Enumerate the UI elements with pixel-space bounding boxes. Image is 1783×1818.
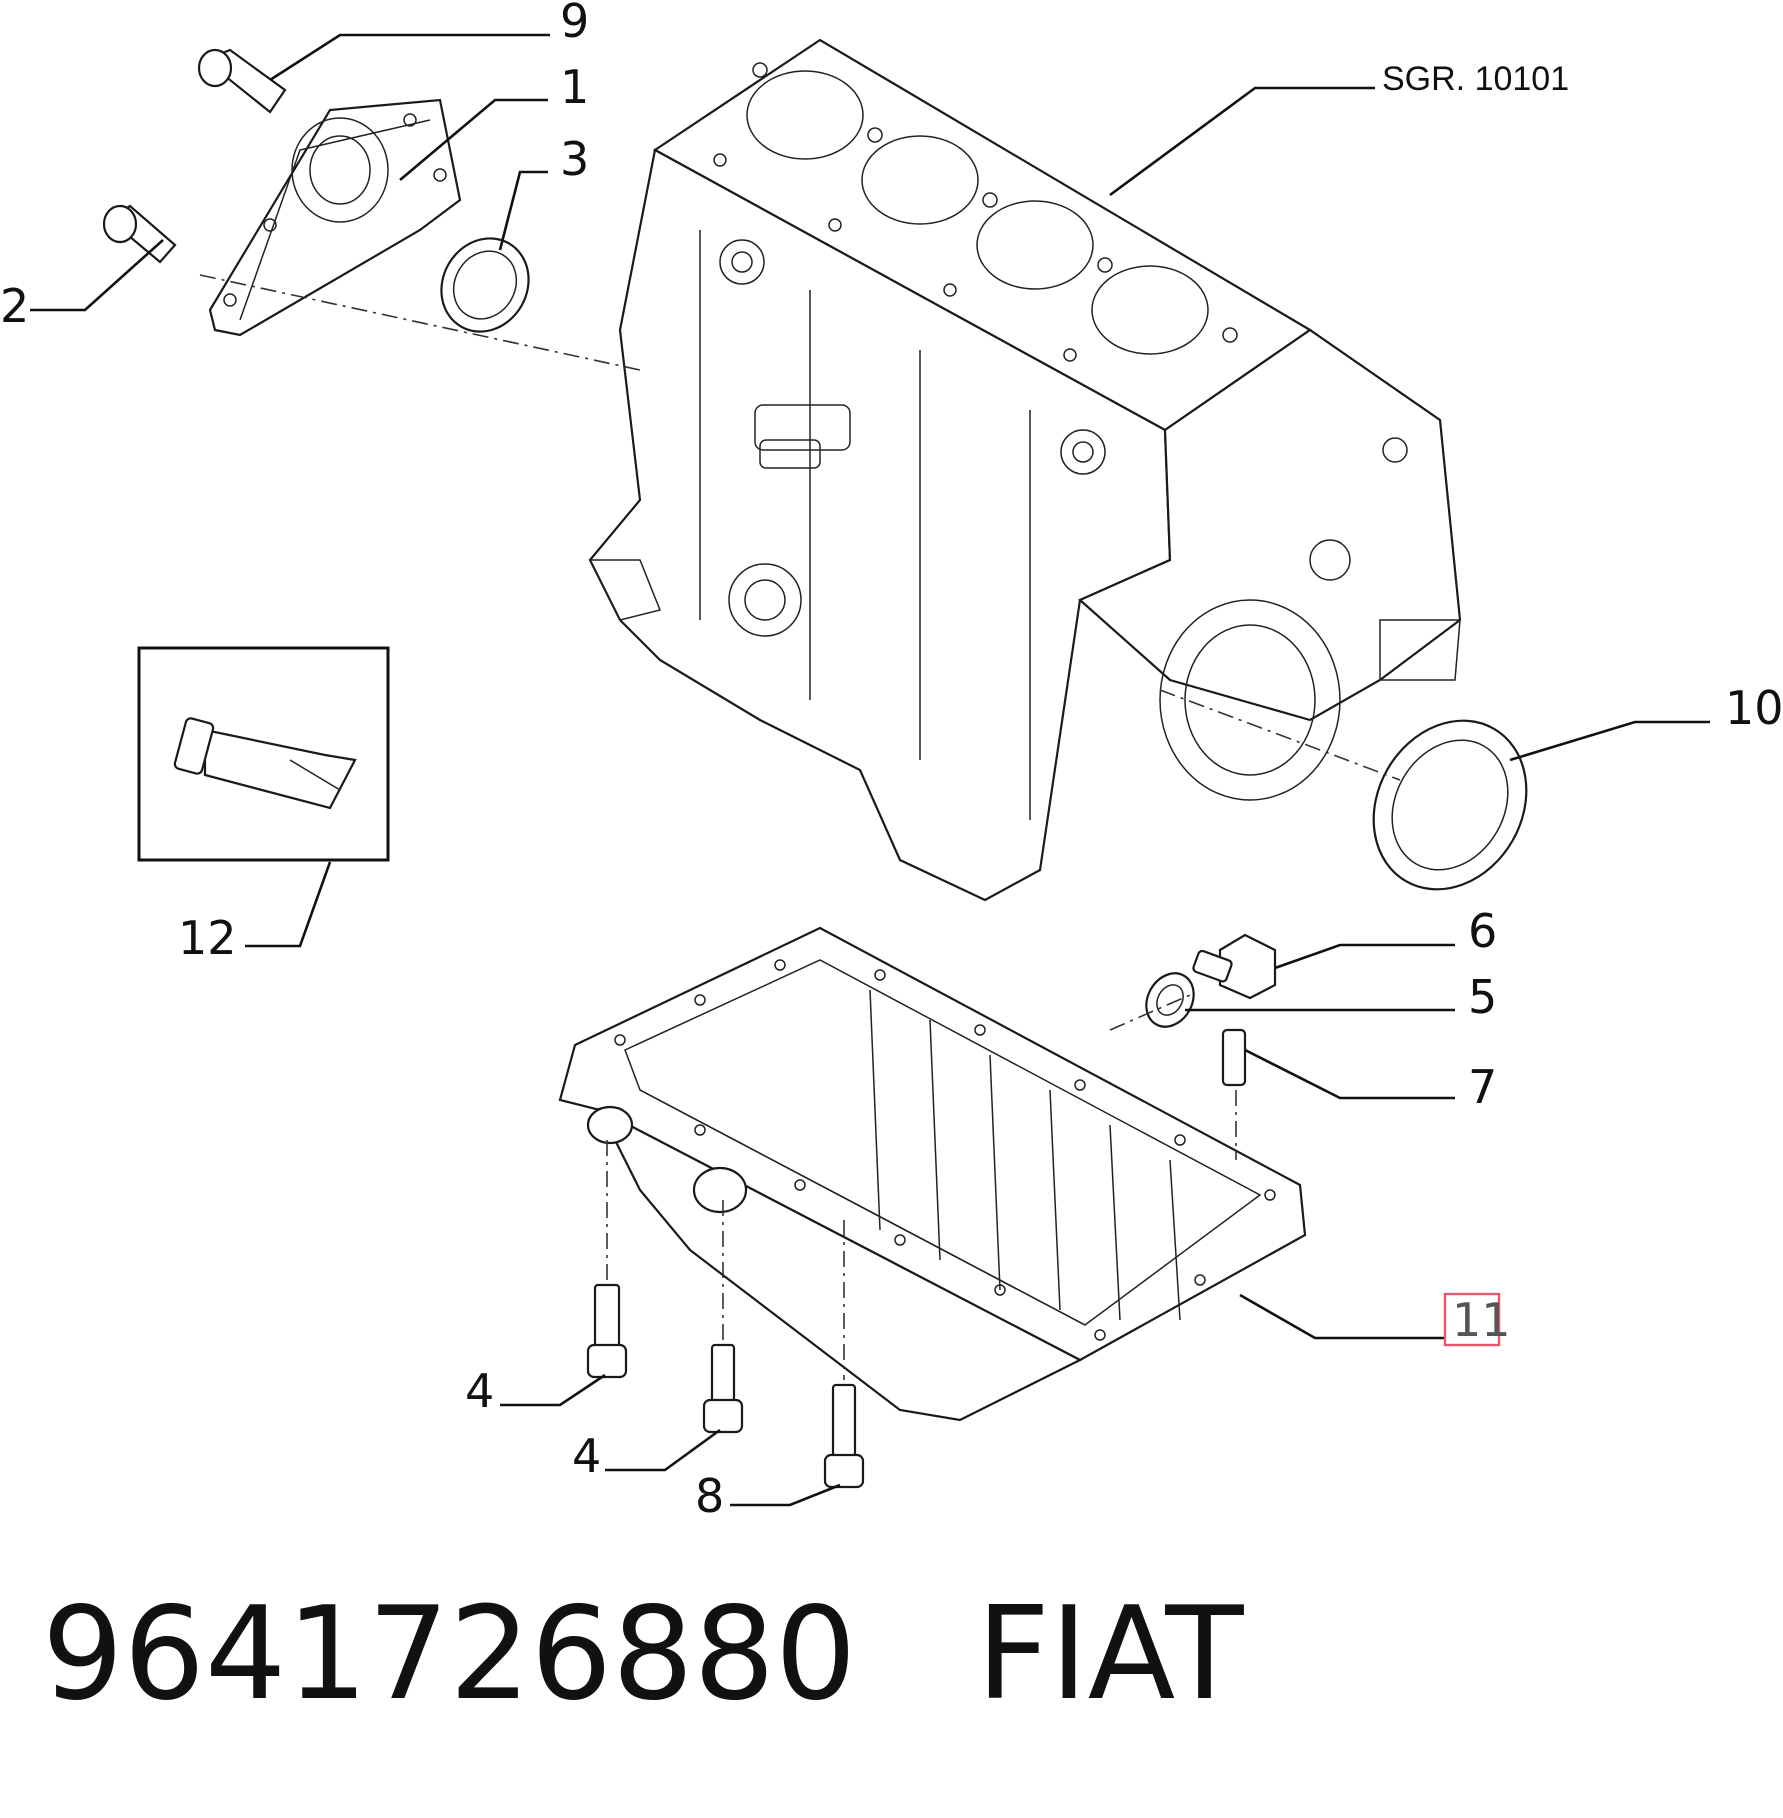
callout-4b: 4: [572, 1429, 601, 1483]
bolt-8: [823, 1383, 865, 1489]
callout-sgr: SGR. 10101: [1382, 60, 1569, 98]
callout-11: 11: [1452, 1293, 1511, 1347]
dowel-pin-7: [1221, 1028, 1247, 1087]
callout-12: 12: [178, 911, 237, 965]
callout-1: 1: [560, 60, 589, 114]
oil-seal-3: [440, 237, 530, 333]
callout-6: 6: [1468, 904, 1497, 958]
callout-2: 2: [0, 279, 29, 333]
bolt-4b: [702, 1343, 744, 1434]
selected-part-callout[interactable]: 11: [1443, 1292, 1511, 1347]
centerline-front: [1159, 689, 1401, 781]
drain-plug-6: [1192, 933, 1277, 1000]
centerline-rear: [199, 274, 641, 371]
callout-3: 3: [560, 132, 589, 186]
brand-name: FIAT: [976, 1580, 1244, 1729]
centerline-drain: [1109, 994, 1191, 1031]
part-number: 9641726880: [42, 1580, 857, 1729]
callout-4a: 4: [465, 1364, 494, 1418]
engine-block: [588, 38, 1462, 902]
callout-9: 9: [560, 0, 589, 48]
bolt-4a: [586, 1283, 628, 1379]
callout-10: 10: [1725, 681, 1783, 735]
seal-carrier: [208, 98, 462, 337]
washer-5: [1145, 972, 1195, 1028]
oil-pan: [558, 926, 1307, 1422]
callout-8: 8: [695, 1469, 724, 1523]
leader-lines: [30, 33, 1710, 1507]
sealant-tube-icon: [173, 717, 357, 810]
callout-7: 7: [1468, 1060, 1497, 1114]
bolt-9: [197, 48, 287, 114]
oil-seal-10: [1372, 719, 1528, 891]
bolt-2: [102, 204, 177, 264]
sealant-box: [137, 646, 390, 862]
callout-5: 5: [1468, 970, 1497, 1024]
